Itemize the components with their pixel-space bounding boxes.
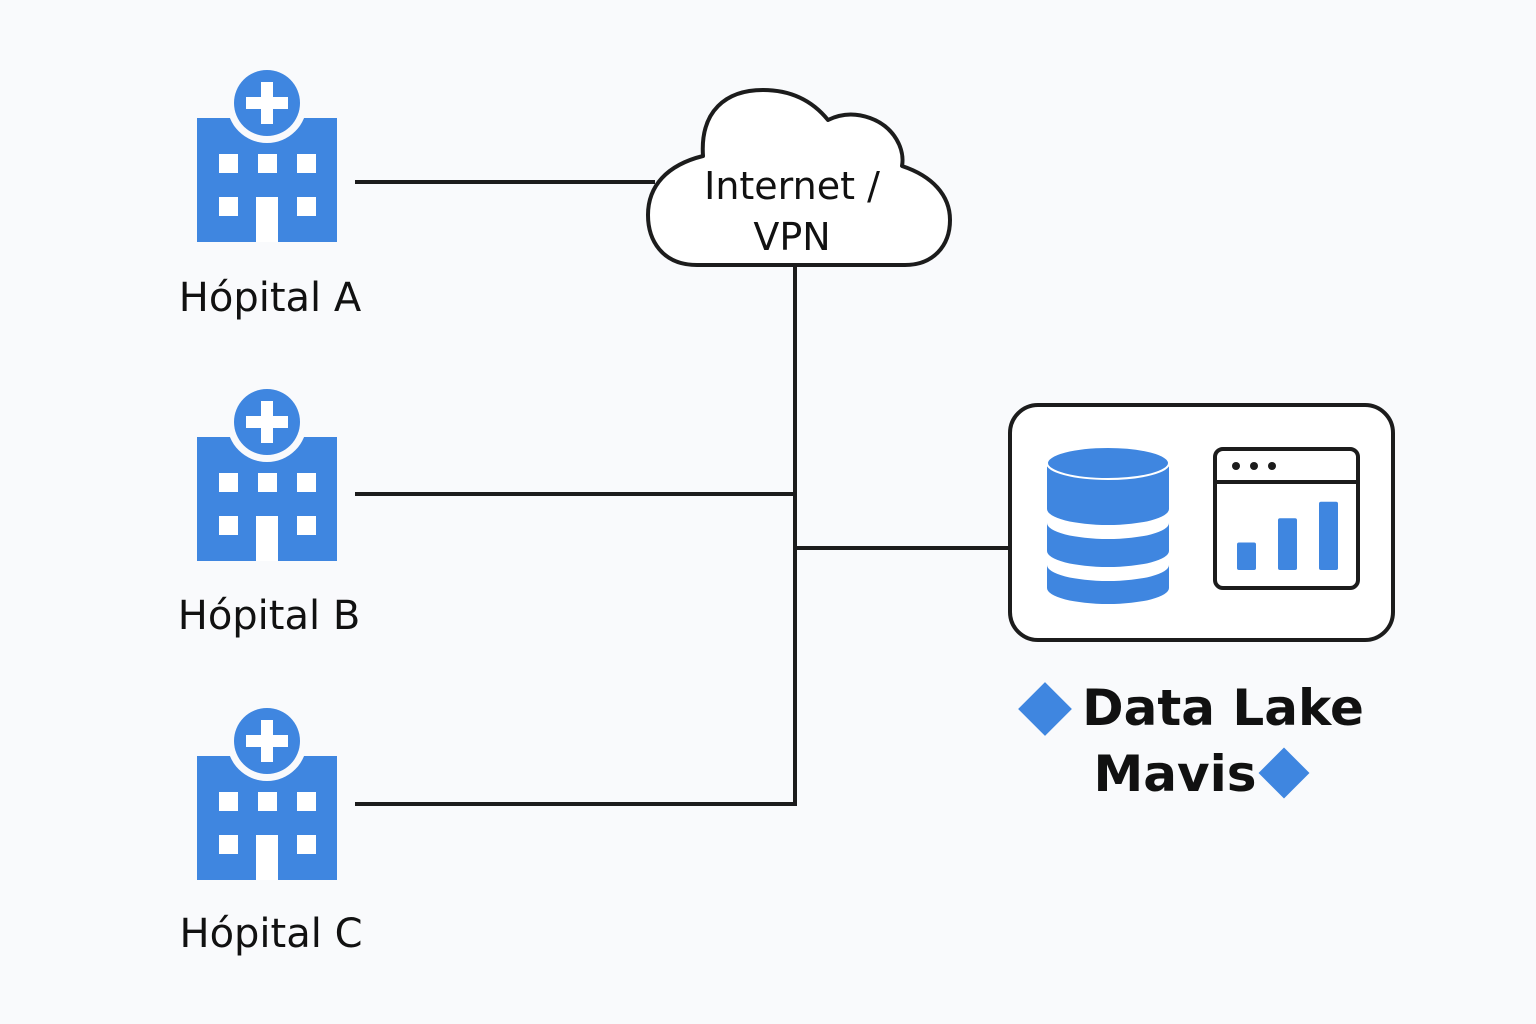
dashboard-bar [1237, 542, 1256, 570]
dashboard-bar [1278, 518, 1297, 570]
hospital-c-label: Hópital C [179, 911, 362, 957]
diamond-icon [1018, 682, 1072, 736]
dashboard-bar [1319, 501, 1338, 570]
internet-vpn-node: Internet / VPN [646, 88, 952, 267]
data-lake-title-line2: Mavis [1094, 745, 1257, 803]
data-lake-node [1008, 403, 1395, 642]
diamond-icon [1258, 747, 1310, 799]
cloud-icon [646, 88, 952, 267]
hospital-c: Hópital C [179, 701, 363, 957]
cloud-label-line1: Internet / [704, 164, 880, 208]
cloud-label-line2: VPN [753, 215, 830, 259]
hospital-b-label: Hópital B [178, 593, 361, 639]
database-icon [1046, 446, 1170, 604]
hospital-a-label: Hópital A [179, 275, 362, 321]
hospital-building-icon [197, 701, 337, 880]
hospital-a: Hópital A [179, 63, 362, 321]
hospital-b: Hópital B [178, 382, 361, 639]
hospital-building-icon [197, 63, 337, 242]
data-lake-title-line1: Data Lake [1082, 679, 1364, 737]
data-lake-label: Data Lake Mavis [1018, 679, 1364, 803]
connections [355, 180, 1010, 806]
hospital-building-icon [197, 382, 337, 561]
dashboard-chart-icon [1213, 447, 1360, 590]
dashboard-bars [1237, 501, 1338, 570]
